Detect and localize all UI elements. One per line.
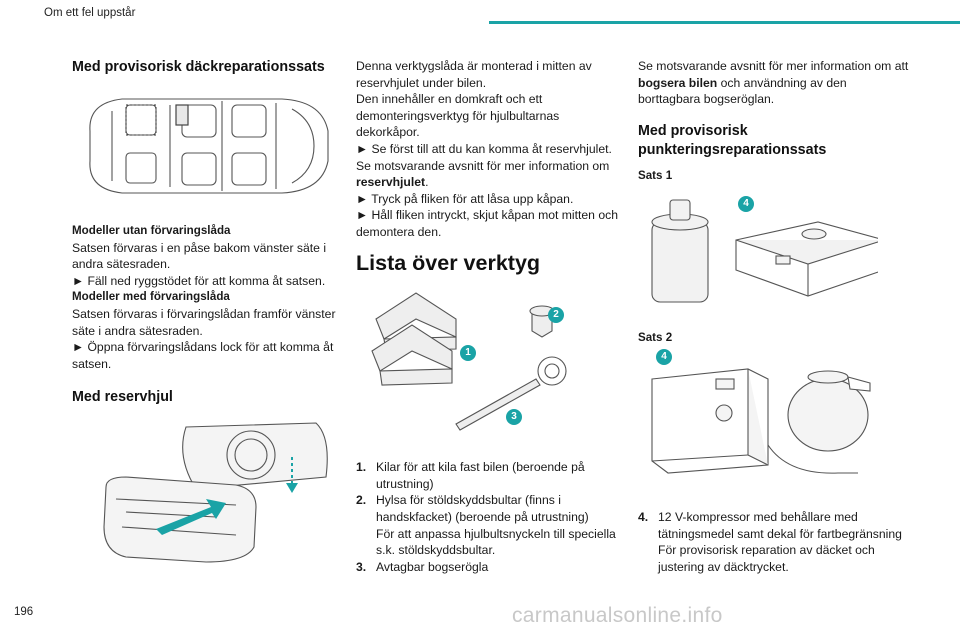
kit-2-label: Sats 2 bbox=[638, 331, 673, 345]
no-storage-box-text: Satsen förvaras i en påse bakom vänster … bbox=[72, 240, 327, 272]
tools-list: 1.Kilar för att kila fast bilen (beroend… bbox=[356, 459, 624, 575]
tools-illustration: 1 2 3 bbox=[356, 289, 624, 439]
step-press-tab: ► Tryck på fliken för att låsa upp kåpan… bbox=[356, 191, 574, 206]
toolbox-intro-2: Den innehåller en domkraft och ett demon… bbox=[356, 92, 560, 140]
storage-box-heading: Modeller med förvaringslåda bbox=[72, 290, 230, 304]
toolbox-intro-1: Denna verktygslåda är monterad i mitten … bbox=[356, 59, 592, 90]
no-storage-box-step: ► Fäll ned ryggstödet för att komma åt s… bbox=[72, 273, 326, 288]
list-item: 2.Hylsa för stöldskyddsbultar (finns i h… bbox=[356, 493, 616, 558]
badge-1: 1 bbox=[460, 345, 476, 362]
no-storage-box-heading: Modeller utan förvaringslåda bbox=[72, 224, 231, 237]
spare-wheel-toolbox-illustration bbox=[86, 417, 342, 567]
storage-box-text: Satsen förvaras i förvaringslådan framfö… bbox=[72, 306, 336, 338]
list-item: 4.12 V-kompressor med behållare med tätn… bbox=[638, 509, 902, 574]
car-topview-illustration bbox=[82, 91, 342, 219]
column-1: Med provisorisk däckreparationssats Mode… bbox=[72, 58, 342, 567]
kit-2-illustration: 4 bbox=[638, 348, 910, 485]
watermark: carmanualsonline.info bbox=[512, 604, 723, 627]
badge-2: 2 bbox=[548, 307, 564, 324]
list-item: 3.Avtagbar bogserögla bbox=[356, 559, 489, 574]
puncture-kit-heading: Med provisorisk punkteringsreparationssa… bbox=[638, 122, 827, 158]
header-accent-bar bbox=[489, 21, 960, 24]
badge-4-kit2: 4 bbox=[656, 348, 672, 365]
towing-reference: Se motsvarande avsnitt för mer informati… bbox=[638, 59, 909, 107]
badge-3: 3 bbox=[506, 409, 522, 426]
badge-4-kit1: 4 bbox=[738, 196, 754, 213]
list-item: 1.Kilar för att kila fast bilen (beroend… bbox=[356, 460, 585, 491]
kit-1-label: Sats 1 bbox=[638, 168, 673, 182]
column-3: Se motsvarande avsnitt för mer informati… bbox=[638, 58, 910, 575]
column-2: Denna verktygslåda är monterad i mitten … bbox=[356, 58, 624, 575]
tools-list-heading: Lista över verktyg bbox=[356, 250, 541, 275]
step-access-spare: ► Se först till att du kan komma åt rese… bbox=[356, 141, 612, 156]
running-header: Om ett fel uppstår bbox=[44, 7, 136, 19]
kit-list: 4.12 V-kompressor med behållare med tätn… bbox=[638, 509, 910, 575]
section-heading-kit: Med provisorisk däckreparationssats bbox=[72, 59, 325, 75]
kit-1-illustration: 4 bbox=[638, 192, 910, 322]
step-remove-cover: ► Håll fliken intryckt, skjut kåpan mot … bbox=[356, 208, 619, 239]
storage-box-step: ► Öppna förvaringslådans lock för att ko… bbox=[72, 340, 334, 371]
page-number: 196 bbox=[14, 606, 34, 618]
section-heading-spare-wheel: Med reservhjul bbox=[72, 389, 173, 406]
spare-wheel-reference: Se motsvarande avsnitt för mer informati… bbox=[356, 158, 610, 190]
